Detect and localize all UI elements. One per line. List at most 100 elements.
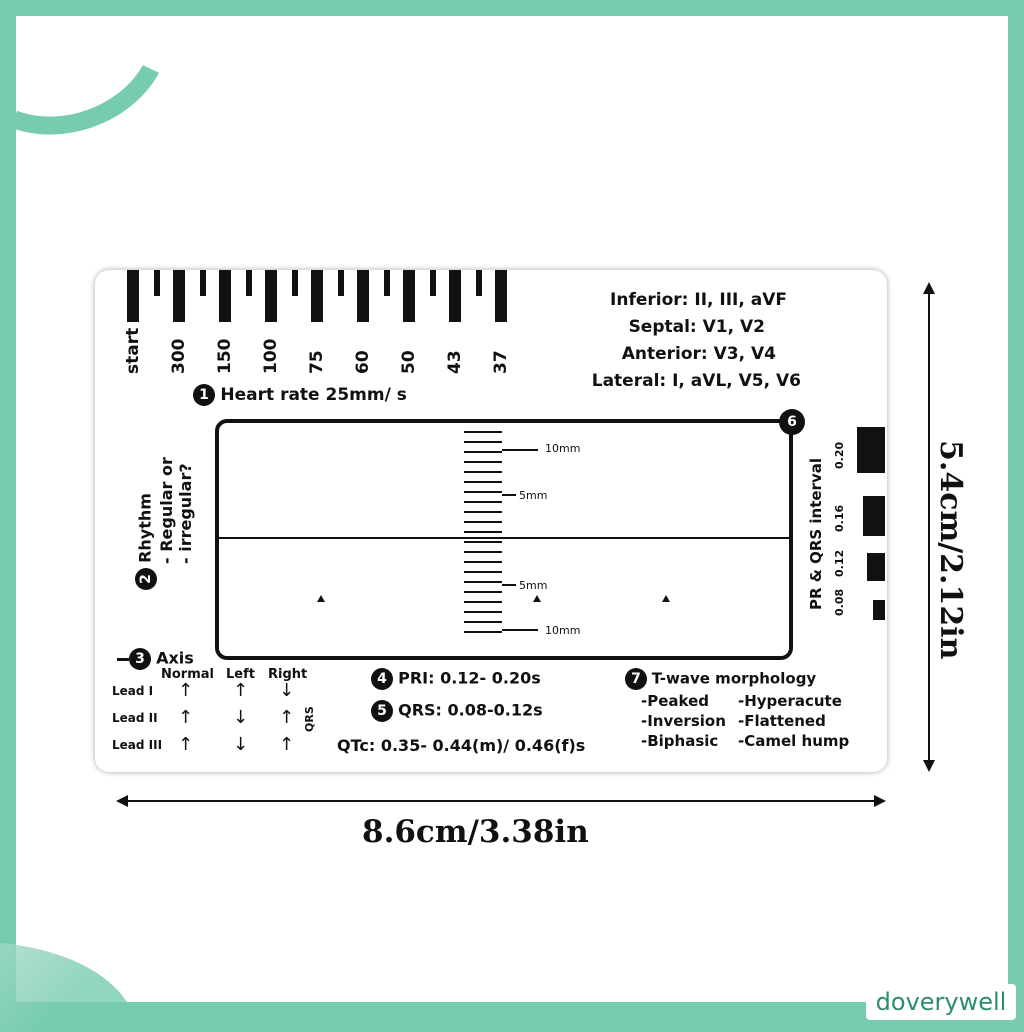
rate-label: 75 xyxy=(307,350,327,374)
territory-lateral: Lateral: I, aVL, V5, V6 xyxy=(591,371,801,391)
rhythm-title: Rhythm xyxy=(135,493,155,563)
rate-bar-major xyxy=(357,270,369,322)
t-wave-item: -Camel hump xyxy=(738,732,850,750)
ruler-label-bottom-5: 5mm xyxy=(519,579,548,592)
rate-bar-major xyxy=(403,270,415,322)
marker-triangle xyxy=(533,595,541,602)
qrs-label: QRS: 0.08-0.12s xyxy=(398,700,543,720)
width-dimension-label: 8.6cm/3.38in xyxy=(362,814,589,850)
corner-decoration xyxy=(0,942,136,1032)
arrowhead-left-icon xyxy=(116,795,128,807)
step-heart-rate: 1 Heart rate 25mm/ s xyxy=(193,384,407,406)
rate-bar-major xyxy=(495,270,507,322)
t-wave-item: -Peaked xyxy=(641,692,709,710)
ruler-tick xyxy=(464,511,502,513)
ruler-tick xyxy=(464,621,502,623)
t-wave-col-2: -Hyperacute -Flattened -Camel hump xyxy=(738,691,849,751)
pr-interval-block xyxy=(857,427,885,473)
territory-anterior: Anterior: V3, V4 xyxy=(621,344,776,364)
rate-bar-minor xyxy=(476,270,482,296)
pr-interval-value: 0.20 xyxy=(833,441,846,469)
t-wave-item: -Hyperacute xyxy=(738,692,842,710)
rate-bar-major xyxy=(449,270,461,322)
ruler-tick xyxy=(464,521,502,523)
arrowhead-up-icon xyxy=(923,282,935,294)
axis-col-right: Right xyxy=(268,667,308,682)
rate-label: 150 xyxy=(215,338,235,375)
ruler-extension xyxy=(502,494,516,496)
step-t-wave: 7 T-wave morphology xyxy=(625,668,816,690)
rate-bar-major xyxy=(127,270,139,322)
rate-bar-major xyxy=(173,270,185,322)
ruler-tick xyxy=(464,561,502,563)
step-rhythm: 2 Rhythm - Regular or - irregular? xyxy=(135,457,195,590)
marker-triangle xyxy=(662,595,670,602)
rate-label: start xyxy=(123,327,143,374)
arrow-cell: ↑ xyxy=(178,734,194,755)
axis-row-lead-iii: Lead III xyxy=(112,738,163,752)
ruler-tick xyxy=(464,571,502,573)
ruler-extension xyxy=(502,449,538,451)
rate-bar-minor xyxy=(430,270,436,296)
arrowhead-right-icon xyxy=(874,795,886,807)
pri-label: PRI: 0.12- 0.20s xyxy=(398,668,541,688)
ruler-extension xyxy=(502,584,516,586)
height-dimension-label: 5.4cm/2.12in xyxy=(933,440,968,660)
pr-interval-block xyxy=(863,496,885,536)
marker-triangle xyxy=(317,595,325,602)
ruler-tick xyxy=(464,591,502,593)
height-arrow-line xyxy=(928,290,930,764)
arrow-cell: ↓ xyxy=(233,707,249,728)
rate-bar-minor xyxy=(338,270,344,296)
rate-bar-minor xyxy=(200,270,206,296)
arrow-cell: ↓ xyxy=(233,734,249,755)
ruler-tick xyxy=(464,491,502,493)
ruler-tick xyxy=(464,541,502,543)
width-arrow-line xyxy=(125,800,877,802)
ruler-tick xyxy=(464,461,502,463)
axis-title: Axis xyxy=(156,648,194,668)
arrow-cell: ↓ xyxy=(279,680,295,701)
arrowhead-down-icon xyxy=(923,760,935,772)
pr-qrs-label: PR & QRS interval xyxy=(807,458,825,610)
rhythm-line-2: - irregular? xyxy=(176,463,195,564)
qtc-label: QTc: 0.35- 0.44(m)/ 0.46(f)s xyxy=(337,736,586,755)
axis-row-lead-i: Lead I xyxy=(112,684,154,698)
rate-bar-minor xyxy=(154,270,160,296)
ruler-tick xyxy=(464,581,502,583)
measurement-window: 10mm 5mm 5mm 10mm 6 xyxy=(215,409,805,660)
arrow-cell: ↑ xyxy=(178,680,194,701)
t-wave-title: T-wave morphology xyxy=(651,669,817,688)
arrow-cell: ↑ xyxy=(279,707,295,728)
t-wave-col-1: -Peaked -Inversion -Biphasic xyxy=(641,691,726,751)
ruler-tick xyxy=(464,501,502,503)
step-number: 4 xyxy=(371,668,393,690)
ruler-tick xyxy=(464,631,502,633)
step-axis: 3 Axis xyxy=(117,648,194,670)
watermark-logo: doverywell xyxy=(866,984,1016,1020)
pr-interval-block xyxy=(873,600,885,620)
pr-interval-value: 0.12 xyxy=(833,549,846,577)
rate-bar-minor xyxy=(292,270,298,296)
rate-bar-minor xyxy=(246,270,252,296)
territory-inferior: Inferior: II, III, aVF xyxy=(610,290,787,310)
step-number: 7 xyxy=(625,668,647,690)
ruler-extension xyxy=(502,629,538,631)
ruler-label-top-5: 5mm xyxy=(519,489,548,502)
rate-bar-minor xyxy=(384,270,390,296)
axis-col-normal: Normal xyxy=(161,667,214,682)
dash xyxy=(117,657,129,661)
ruler-tick xyxy=(464,551,502,553)
step-number: 3 xyxy=(129,648,151,670)
axis-row-lead-ii: Lead II xyxy=(112,711,158,725)
ruler-tick xyxy=(464,441,502,443)
arrow-cell: ↑ xyxy=(178,707,194,728)
step-number: 6 xyxy=(779,409,805,435)
step-pri: 4 PRI: 0.12- 0.20s xyxy=(371,668,541,690)
t-wave-item: -Inversion xyxy=(641,712,726,730)
corner-decoration xyxy=(0,0,196,164)
ruler-label-top-10: 10mm xyxy=(545,442,581,455)
pr-interval-block xyxy=(867,553,885,581)
ruler-tick xyxy=(464,601,502,603)
ruler-tick xyxy=(464,481,502,483)
